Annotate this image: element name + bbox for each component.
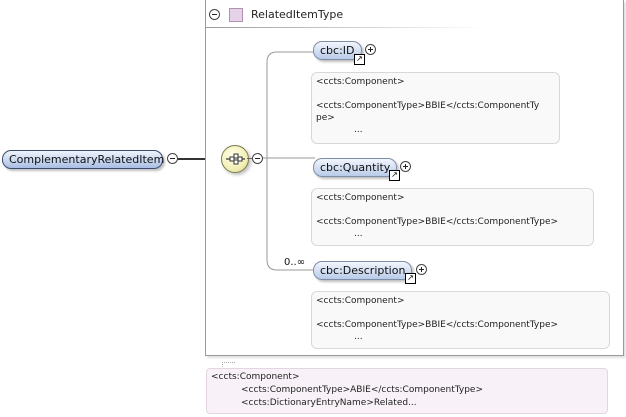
sequence-compositor-icon[interactable] [221, 145, 249, 173]
type-annotation: <ccts:Component> <ccts:ComponentType>ABI… [206, 368, 608, 414]
type-header-divider [206, 27, 486, 28]
annotation-cbc-description: <ccts:Component> <ccts:ComponentType>BBI… [311, 291, 610, 349]
expand-icon[interactable] [365, 44, 376, 55]
type-name: RelatedItemType [251, 8, 344, 21]
element-cbc-description[interactable]: cbc:Description [313, 261, 413, 280]
annotation-cbc-id: <ccts:Component> <ccts:ComponentType>BBI… [311, 72, 560, 144]
annotation-line [316, 204, 589, 216]
expand-icon[interactable] [416, 264, 427, 275]
annotation-line: <ccts:ComponentType>ABIE</ccts:Component… [241, 385, 484, 395]
annotation-line: pe> [316, 113, 335, 123]
annotation-cbc-quantity: <ccts:Component> <ccts:ComponentType>BBI… [311, 188, 594, 246]
compositor-connector [247, 158, 252, 159]
annotation-line: <ccts:Component> [316, 193, 405, 203]
element-label: cbc:ID [320, 44, 355, 57]
annotation-line: <ccts:ComponentType>BBIE</ccts:Component… [316, 101, 540, 111]
root-element-label: ComplementaryRelatedItem [9, 153, 165, 166]
ref-arrow-icon: ↗ [389, 170, 400, 181]
root-collapse-icon[interactable] [167, 153, 178, 164]
element-label: cbc:Description [320, 264, 406, 277]
annotation-connector [222, 362, 235, 369]
root-element[interactable]: ComplementaryRelatedItem [2, 150, 165, 169]
annotation-line: ... [354, 229, 363, 239]
annotation-line: ... [354, 332, 363, 342]
branch-lines [263, 51, 315, 271]
root-connector [178, 158, 221, 160]
complex-type-icon [229, 8, 243, 22]
annotation-line: <ccts:Component> [316, 296, 405, 306]
ref-arrow-icon: ↗ [354, 54, 365, 65]
annotation-line: <ccts:Component> [316, 77, 405, 87]
element-cbc-id[interactable]: cbc:ID [313, 41, 362, 60]
annotation-line [316, 307, 605, 319]
annotation-line: <ccts:ComponentType>BBIE</ccts:Component… [316, 320, 559, 330]
annotation-line: <ccts:Component> [211, 372, 300, 382]
type-collapse-icon[interactable] [209, 9, 220, 20]
annotation-line: <ccts:DictionaryEntryName>Related... [241, 398, 417, 408]
compositor-collapse-icon[interactable] [252, 153, 263, 164]
element-label: cbc:Quantity [320, 161, 391, 174]
element-cbc-quantity[interactable]: cbc:Quantity [313, 158, 398, 177]
annotation-line [316, 88, 555, 100]
ref-arrow-icon: ↗ [405, 273, 416, 284]
annotation-line: <ccts:ComponentType>BBIE</ccts:Component… [316, 217, 559, 227]
annotation-line: ... [354, 125, 363, 135]
cardinality-label: 0..∞ [284, 257, 306, 268]
expand-icon[interactable] [400, 161, 411, 172]
